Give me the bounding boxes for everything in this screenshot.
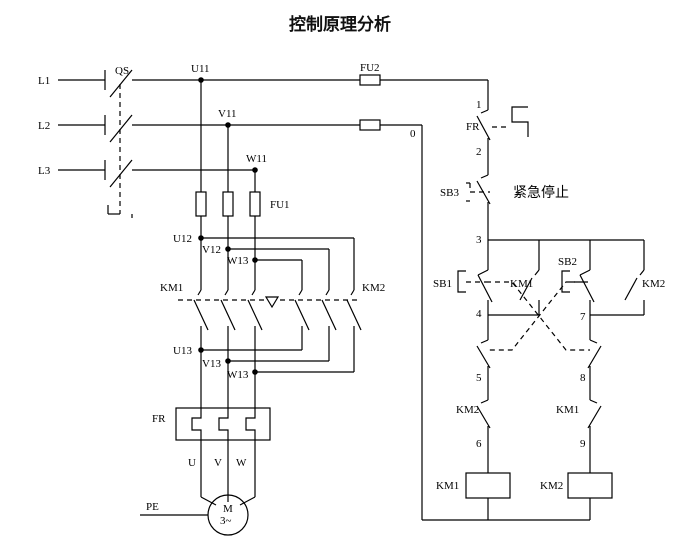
fu2-fuse	[359, 74, 381, 86]
label-node-3: 3	[476, 234, 482, 246]
km1-coil	[465, 472, 511, 499]
labels: L1 L2 L3 QS U11 V11 W11 FU1 FU2 0 U12 V1…	[38, 62, 665, 527]
label-fu2: FU2	[360, 62, 380, 74]
label-node-1: 1	[476, 99, 482, 111]
label-sb2: SB2	[558, 256, 577, 268]
km1-main-contacts	[193, 289, 263, 345]
label-node-4: 4	[476, 308, 482, 320]
diagram-title: 控制原理分析	[289, 15, 391, 35]
label-w13-top: W13	[227, 255, 249, 267]
label-km2-coil: KM2	[540, 480, 563, 492]
label-l1: L1	[38, 75, 50, 87]
label-motor-3: 3~	[220, 515, 232, 527]
label-zero: 0	[410, 128, 416, 140]
label-qs: QS	[115, 65, 129, 77]
fr-nc-contact	[476, 106, 529, 165]
km1-hold-contact	[519, 277, 533, 301]
sb1-start-button	[457, 269, 493, 303]
label-km2-hold: KM2	[642, 278, 665, 290]
label-l3: L3	[38, 165, 51, 177]
label-node-5: 5	[476, 372, 482, 384]
label-km1-coil: KM1	[436, 480, 459, 492]
label-u13: U13	[173, 345, 192, 357]
label-fr-power: FR	[152, 413, 166, 425]
label-v12: V12	[202, 244, 221, 256]
label-v: V	[214, 457, 222, 469]
label-km1: KM1	[160, 282, 183, 294]
label-u11: U11	[191, 63, 210, 75]
power-circuit	[58, 69, 488, 536]
label-w11: W11	[246, 153, 267, 165]
km2-main-contacts	[294, 289, 362, 372]
fr-thermal-element	[175, 407, 271, 441]
label-emergency-stop: 紧急停止	[513, 184, 569, 201]
label-node-9: 9	[580, 438, 586, 450]
label-node-7: 7	[580, 311, 586, 323]
interlock-triangle	[264, 296, 280, 309]
fu1-fuses	[195, 191, 261, 217]
fuse-second	[359, 119, 381, 131]
label-km2: KM2	[362, 282, 385, 294]
interlock-dash-b	[488, 281, 588, 351]
control-circuit	[359, 74, 645, 521]
label-node-6: 6	[476, 438, 482, 450]
label-node-2: 2	[476, 146, 482, 158]
label-v11: V11	[218, 108, 237, 120]
label-w: W	[236, 457, 247, 469]
label-pe: PE	[146, 501, 159, 513]
qs-switch	[104, 69, 133, 218]
label-l2: L2	[38, 120, 50, 132]
label-u12: U12	[173, 233, 192, 245]
label-fu1: FU1	[270, 199, 290, 211]
label-km1-hold: KM1	[510, 278, 533, 290]
km2-hold-contact	[624, 277, 638, 301]
interlock-dash-a	[486, 281, 590, 351]
label-sb1: SB1	[433, 278, 452, 290]
label-w13-bottom: W13	[227, 369, 249, 381]
label-fr-contact: FR	[466, 121, 480, 133]
label-v13: V13	[202, 358, 221, 370]
km2-coil	[567, 472, 613, 499]
label-motor-m: M	[223, 503, 233, 515]
label-km2-interlock: KM2	[456, 404, 479, 416]
sb2-start-button	[561, 269, 595, 303]
label-km1-interlock: KM1	[556, 404, 579, 416]
sb3-stop-button	[466, 165, 491, 240]
label-node-8: 8	[580, 372, 586, 384]
label-u: U	[188, 457, 196, 469]
label-sb3: SB3	[440, 187, 459, 199]
